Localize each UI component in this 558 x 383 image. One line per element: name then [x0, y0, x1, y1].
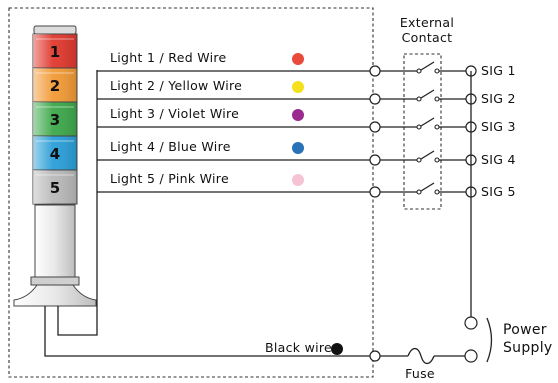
external-contact-box	[403, 53, 442, 210]
power-supply-label-line1: Power	[503, 322, 547, 338]
switch-5-contact-a	[416, 189, 422, 195]
light-3-label: Light 3 / Violet Wire	[110, 106, 239, 121]
light-4-color-dot	[292, 142, 304, 154]
fuse-label: Fuse	[405, 366, 435, 381]
light-1-label: Light 1 / Red Wire	[110, 50, 227, 65]
switch-5-blade	[420, 182, 435, 192]
tower-tier-4-number: 4	[50, 145, 60, 163]
light-3-terminal	[369, 121, 381, 133]
light-1-terminal	[369, 65, 381, 77]
tower-tier-5-number: 5	[50, 179, 60, 197]
light-2-terminal	[369, 93, 381, 105]
tower-collar	[30, 276, 80, 286]
tower-tier-4-shade	[33, 136, 77, 170]
light-1-color-dot	[292, 53, 304, 65]
switch-1-blade	[420, 61, 435, 71]
black-wire-label: Black wire	[265, 340, 332, 355]
black-wire-dot	[331, 343, 343, 355]
switch-3-contact-a	[416, 124, 422, 130]
sig-4-label: SIG 4	[481, 152, 516, 167]
sig-1-label: SIG 1	[481, 63, 516, 78]
tower-tier-5-shade	[33, 170, 77, 204]
switch-2-blade	[420, 89, 435, 99]
switch-4-contact-a	[416, 157, 422, 163]
switch-1-contact-b	[434, 68, 440, 74]
external-contact-label-line2: Contact	[402, 30, 453, 45]
switch-4-contact-b	[434, 157, 440, 163]
switch-2-contact-a	[416, 96, 422, 102]
light-4-label: Light 4 / Blue Wire	[110, 139, 231, 154]
tower-cap	[33, 25, 77, 35]
tower-base	[13, 284, 97, 307]
sig-5-label: SIG 5	[481, 184, 516, 199]
signal-tower: 1 2 3 4 5	[13, 25, 97, 307]
switch-5-contact-b	[434, 189, 440, 195]
light-5-label: Light 5 / Pink Wire	[110, 171, 229, 186]
tower-tier-1-shade	[33, 34, 77, 68]
power-terminal-top	[464, 316, 478, 330]
fuse-symbol	[407, 347, 435, 365]
tower-tier-2-shade	[33, 68, 77, 102]
light-5-color-dot	[292, 174, 304, 186]
power-brace	[486, 317, 493, 363]
switch-1-contact-a	[416, 68, 422, 74]
light-3-color-dot	[292, 109, 304, 121]
sig-2-label: SIG 2	[481, 91, 516, 106]
sig-3-label: SIG 3	[481, 119, 516, 134]
light-2-color-dot	[292, 81, 304, 93]
switch-3-contact-b	[434, 124, 440, 130]
external-contact-label-line1: External	[400, 15, 454, 30]
tower-tier-3-number: 3	[50, 111, 60, 129]
tower-pole	[34, 204, 76, 278]
black-wire-terminal	[369, 350, 381, 362]
switch-2-contact-b	[434, 96, 440, 102]
tower-tier-1-number: 1	[50, 43, 60, 61]
light-5-terminal	[369, 186, 381, 198]
tower-tier-2-number: 2	[50, 77, 60, 95]
wire-bundle-stem	[57, 70, 98, 336]
power-supply-label-line2: Supply	[503, 340, 553, 356]
light-4-terminal	[369, 154, 381, 166]
tower-enclosure	[8, 7, 374, 378]
black-wire-stem	[44, 306, 375, 357]
switch-3-blade	[420, 117, 435, 127]
tower-tier-3-shade	[33, 102, 77, 136]
switch-4-blade	[420, 150, 435, 160]
power-terminal-bottom	[464, 349, 478, 363]
light-2-label: Light 2 / Yellow Wire	[110, 78, 242, 93]
